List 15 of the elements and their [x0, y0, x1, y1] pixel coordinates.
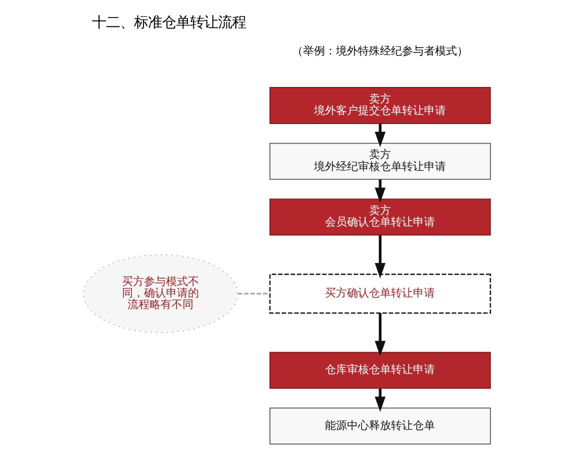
label: （举例：境外特殊经纪参与者模式） [292, 44, 468, 58]
node-box: 卖方 境外经纪审核仓单转让申请 [269, 142, 491, 180]
node-ellipse: 买方参与模式不同，确认申请的流程略有不同 [83, 254, 238, 334]
node-box: 卖方 会员确认仓单转让申请 [269, 198, 491, 236]
diagram-title: 十二、标准仓单转让流程 [92, 15, 246, 32]
node-box: 能源中心释放转让仓单 [269, 408, 491, 445]
arrow [374, 235, 386, 278]
node-box: 卖方 境外客户提交仓单转让申请 [269, 87, 491, 124]
arrow [374, 388, 386, 412]
arrow [374, 313, 386, 356]
node-box: 买方确认仓单转让申请 [269, 274, 492, 314]
arrow [374, 180, 386, 203]
node-box: 仓库审核仓单转让申请 [269, 352, 491, 389]
arrow [374, 124, 386, 148]
connector [238, 292, 270, 295]
